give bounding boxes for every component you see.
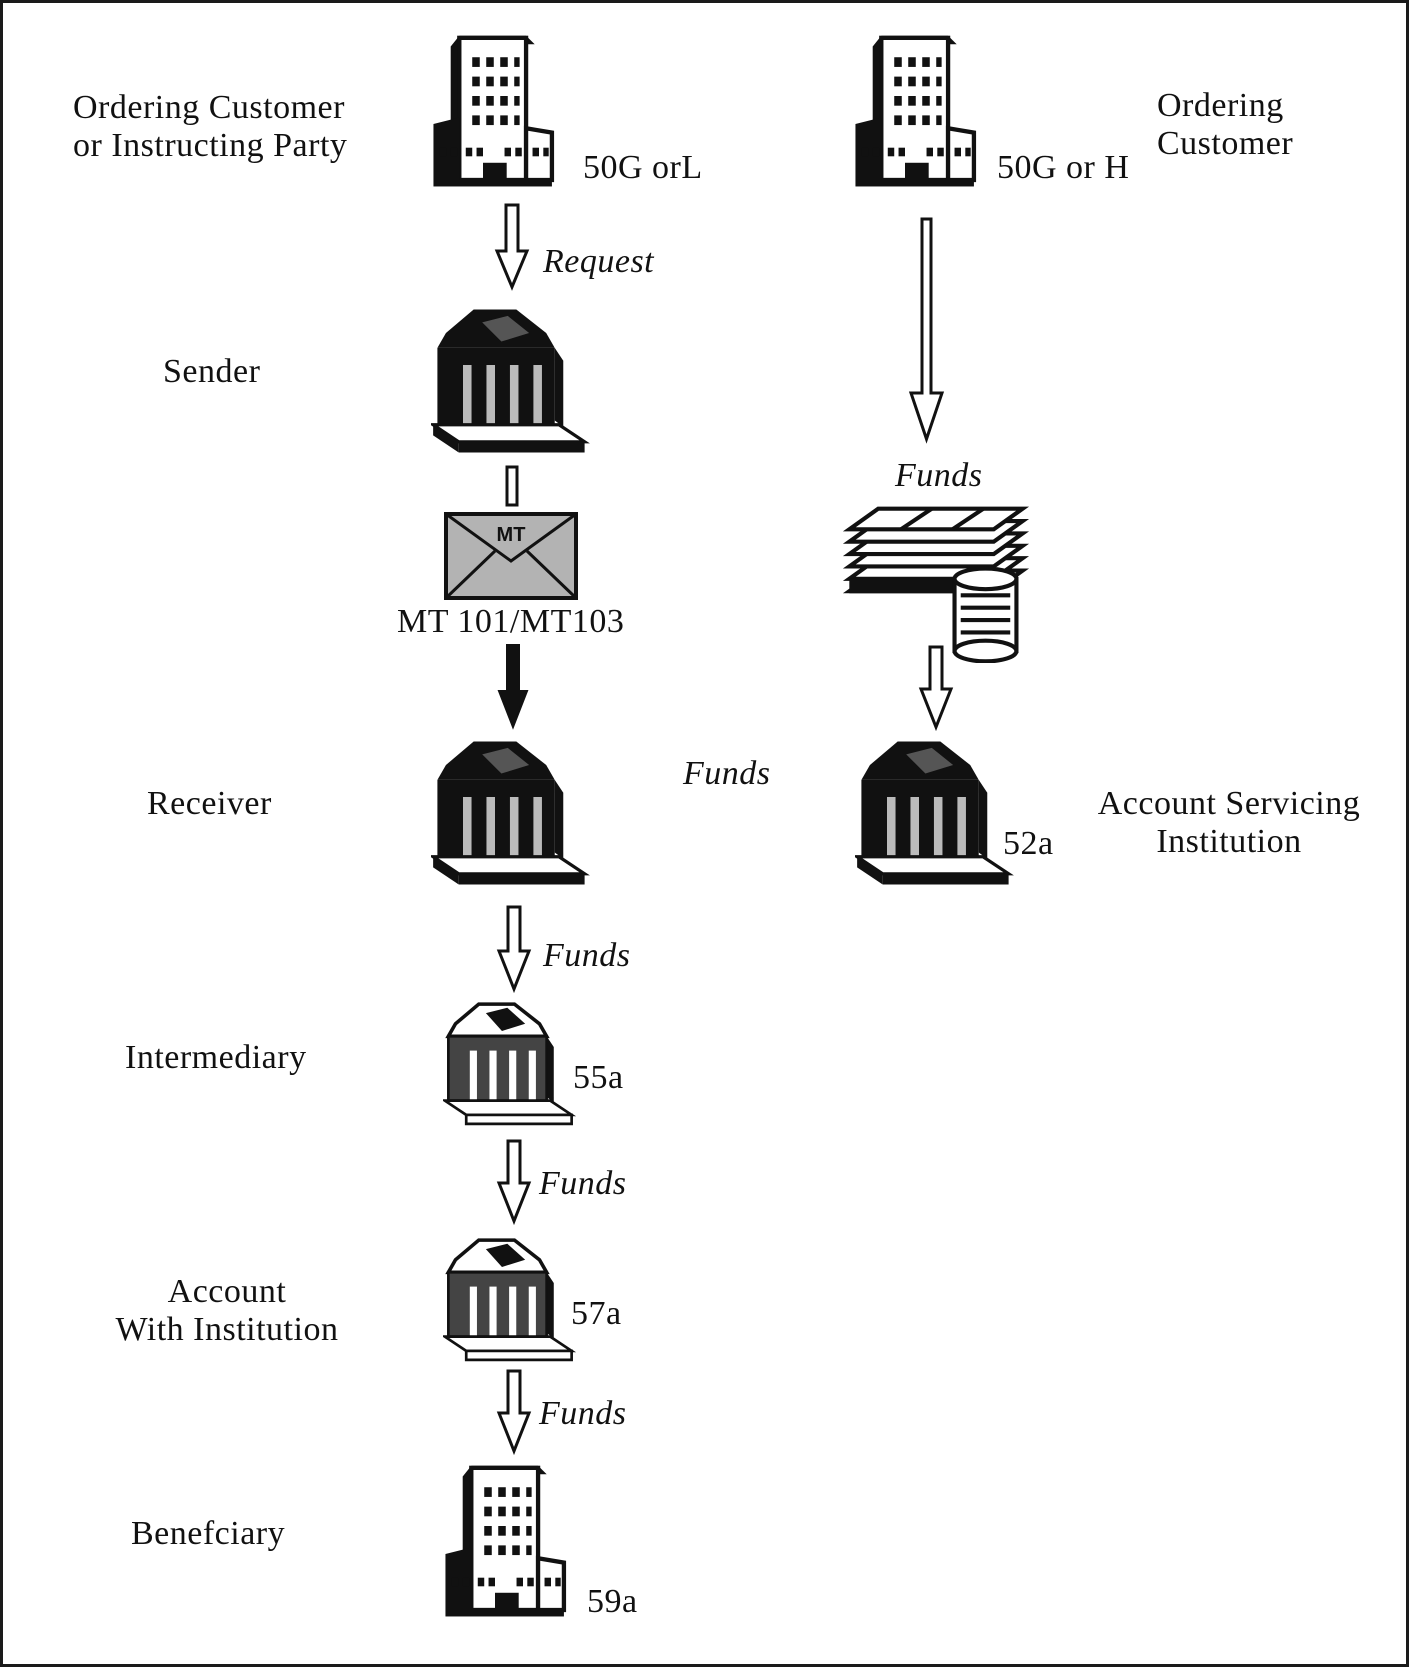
- account-with-label: Account With Institution: [87, 1273, 367, 1349]
- message-arrow-icon: [497, 644, 529, 730]
- ordering-customer-right-line2: Customer: [1157, 125, 1294, 162]
- message-envelope-icon: MT: [444, 512, 578, 600]
- bank-icon: [431, 733, 591, 893]
- bank-icon: [443, 997, 577, 1131]
- account-with-line1: Account: [167, 1273, 287, 1310]
- code-intermediary: 55a: [573, 1059, 624, 1096]
- funds-to-intermediary-label: Funds: [543, 937, 631, 974]
- office-building-icon: [849, 29, 989, 191]
- bank-icon: [855, 733, 1015, 893]
- code-account-with: 57a: [571, 1295, 622, 1332]
- ordering-customer-left-label: Ordering Customer or Instructing Party: [73, 89, 347, 165]
- ordering-customer-right-label: Ordering Customer: [1157, 87, 1293, 163]
- funds-to-account-with-label: Funds: [539, 1165, 627, 1202]
- account-servicing-label: Account Servicing Institution: [1079, 785, 1379, 861]
- money-stack-icon: [839, 505, 1035, 663]
- envelope-label: MT: [497, 524, 526, 546]
- code-beneficiary: 59a: [587, 1583, 638, 1620]
- funds-arrow-icon: [918, 645, 954, 732]
- sender-label: Sender: [163, 353, 261, 390]
- connector-bar-icon: [505, 465, 519, 507]
- funds-right-top-label: Funds: [895, 457, 983, 494]
- request-label: Request: [543, 243, 655, 280]
- intermediary-label: Intermediary: [125, 1039, 307, 1076]
- code-right-ordering: 50G or H: [997, 149, 1130, 186]
- funds-to-beneficiary-label: Funds: [539, 1395, 627, 1432]
- code-account-servicing: 52a: [1003, 825, 1054, 862]
- ordering-customer-right-line1: Ordering: [1157, 87, 1284, 124]
- message-caption: MT 101/MT103: [397, 603, 625, 640]
- account-servicing-line2: Institution: [1156, 823, 1302, 860]
- request-arrow-icon: [494, 203, 530, 291]
- bank-icon: [431, 301, 591, 461]
- funds-arrow-icon: [496, 905, 532, 994]
- funds-arrow-icon: [496, 1139, 532, 1226]
- beneficiary-label: Benefciary: [131, 1515, 286, 1552]
- funds-middle-label: Funds: [683, 755, 771, 792]
- bank-icon: [443, 1233, 577, 1367]
- funds-arrow-right-icon: [908, 217, 945, 444]
- office-building-icon: [427, 29, 567, 191]
- office-building-icon: [439, 1459, 579, 1621]
- receiver-label: Receiver: [147, 785, 272, 822]
- account-servicing-line1: Account Servicing: [1097, 785, 1361, 822]
- funds-arrow-icon: [496, 1369, 532, 1456]
- ordering-customer-left-line2: or Instructing Party: [73, 127, 348, 164]
- account-with-line2: With Institution: [115, 1311, 339, 1348]
- code-left-ordering: 50G orL: [583, 149, 703, 186]
- ordering-customer-left-line1: Ordering Customer: [73, 89, 345, 126]
